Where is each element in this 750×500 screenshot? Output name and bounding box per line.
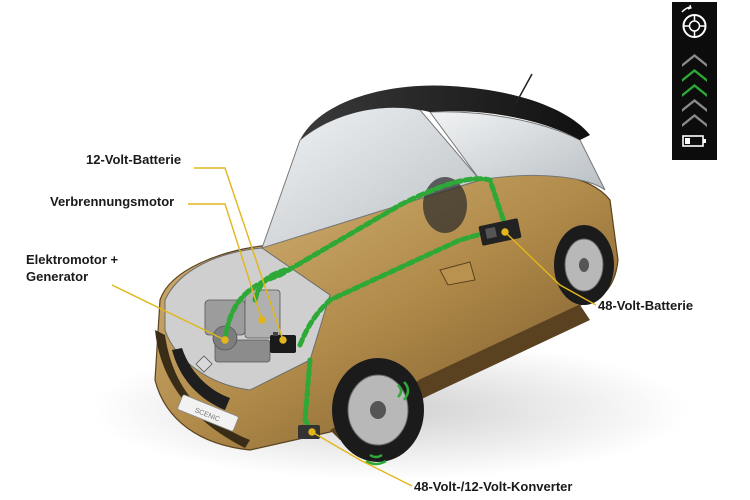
label-converter: 48-Volt-/12-Volt-Konverter <box>414 479 573 494</box>
regen-waves <box>365 381 410 466</box>
antenna <box>514 73 533 106</box>
front-grille <box>172 348 230 410</box>
charge-chevron <box>682 114 707 127</box>
wheel-regen-icon <box>681 4 707 38</box>
front-bumper <box>155 330 250 448</box>
rear-wheel <box>554 225 614 305</box>
hybrid-cable-routing <box>222 176 508 431</box>
charge-chevron <box>682 84 707 97</box>
charge-chevron <box>682 69 707 82</box>
label-12v-battery: 12-Volt-Batterie <box>86 152 182 167</box>
label-electric-motor-line1: Elektromotor + <box>26 252 119 267</box>
label-combustion-engine: Verbrennungsmotor <box>50 194 175 209</box>
label-48v-battery: 48-Volt-Batterie <box>598 298 694 313</box>
battery-icon <box>682 135 706 147</box>
side-windows <box>429 111 606 191</box>
energy-status-panel <box>672 2 717 160</box>
charge-chevron <box>682 99 707 112</box>
label-electric-motor-line2: Generator <box>26 269 89 284</box>
brand-logo <box>195 355 213 373</box>
battery-48v <box>478 218 522 246</box>
label-electric-motor: Elektromotor + Generator <box>26 251 118 285</box>
callout-leaders <box>111 167 597 487</box>
front-wheel <box>332 358 424 462</box>
charge-chevron-icon <box>682 54 707 127</box>
battery-12v <box>270 332 296 353</box>
side-mirror <box>439 261 476 286</box>
engine-block <box>204 289 281 363</box>
charge-chevron <box>682 54 707 67</box>
